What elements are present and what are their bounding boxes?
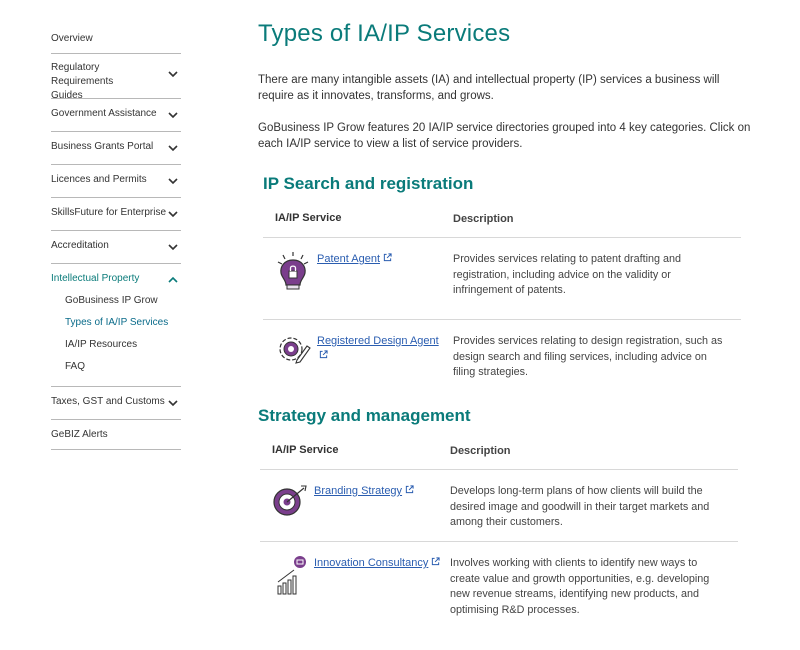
column-header-description: Description — [453, 213, 514, 225]
services-table: IA/IP Service Description Branding Strat… — [260, 440, 738, 622]
sidebar-item-overview[interactable]: Overview — [51, 24, 181, 54]
chevron-down-icon — [168, 71, 178, 78]
chevron-up-icon — [168, 276, 178, 283]
sidebar-item-label: Intellectual Property — [51, 273, 140, 284]
table-header: IA/IP Service Description — [263, 208, 741, 238]
section-title: Strategy and management — [258, 406, 471, 425]
service-link-branding-strategy[interactable]: Branding Strategy — [314, 484, 414, 499]
sidebar-item-regulatory-requirements-guides[interactable]: Regulatory Requirements Guides — [51, 54, 181, 101]
chevron-down-icon — [168, 178, 178, 185]
sidebar-sub-list: GoBusiness IP Grow Types of IA/IP Servic… — [51, 286, 181, 386]
chevron-down-icon — [168, 400, 178, 407]
sidebar-item-taxes-gst-and-customs[interactable]: Taxes, GST and Customs — [51, 387, 181, 420]
column-header-service: IA/IP Service — [275, 212, 342, 224]
sidebar-item-intellectual-property[interactable]: Intellectual Property GoBusiness IP Grow… — [51, 264, 181, 387]
table-row: Patent Agent Provides services relating … — [263, 238, 741, 320]
sidebar-subitem-types-of-ia-ip-services[interactable]: Types of IA/IP Services — [65, 317, 169, 328]
sidebar-subitem-gobusiness-ip-grow[interactable]: GoBusiness IP Grow — [65, 295, 158, 306]
service-description: Involves working with clients to identif… — [450, 557, 710, 616]
sidebar-item-accreditation[interactable]: Accreditation — [51, 231, 181, 264]
service-description: Provides services relating to design reg… — [453, 335, 723, 378]
sidebar-nav: Overview Regulatory Requirements Guides … — [51, 24, 181, 450]
sidebar-item-government-assistance[interactable]: Government Assistance — [51, 99, 181, 132]
chevron-down-icon — [168, 145, 178, 152]
sidebar-subitem-ia-ip-resources[interactable]: IA/IP Resources — [65, 339, 138, 350]
sidebar-item-label: Regulatory Requirements Guides — [51, 62, 114, 101]
table-row: Branding Strategy Develops long-term pla… — [260, 470, 738, 542]
column-header-service: IA/IP Service — [272, 444, 339, 456]
page-title: Types of IA/IP Services — [258, 20, 511, 47]
service-link-registered-design-agent[interactable]: Registered Design Agent — [317, 334, 447, 364]
sidebar-item-label: Government Assistance — [51, 108, 157, 119]
service-link-innovation-consultancy[interactable]: Innovation Consultancy — [314, 556, 440, 571]
external-link-icon — [319, 350, 328, 359]
services-table: IA/IP Service Description Patent Agent P… — [263, 208, 741, 400]
gear-pencil-icon — [279, 337, 311, 364]
column-header-description: Description — [450, 445, 511, 457]
target-icon — [273, 485, 307, 516]
table-header: IA/IP Service Description — [260, 440, 738, 470]
sidebar-item-label: GeBIZ Alerts — [51, 429, 108, 440]
sidebar-item-label: Business Grants Portal — [51, 141, 154, 152]
chevron-down-icon — [168, 244, 178, 251]
service-description: Provides services relating to patent dra… — [453, 253, 682, 296]
table-row: Innovation Consultancy Involves working … — [260, 542, 738, 622]
sidebar-item-label: Taxes, GST and Customs — [51, 396, 165, 407]
sidebar-subitem-faq[interactable]: FAQ — [65, 361, 86, 372]
sidebar-item-business-grants-portal[interactable]: Business Grants Portal — [51, 132, 181, 165]
external-link-icon — [432, 557, 440, 566]
sidebar-item-label: Licences and Permits — [51, 174, 147, 185]
lightbulb-lock-icon — [277, 252, 309, 290]
section-title: IP Search and registration — [263, 174, 474, 193]
chevron-down-icon — [168, 112, 178, 119]
external-link-icon — [383, 253, 392, 262]
chevron-down-icon — [168, 211, 178, 218]
service-link-patent-agent[interactable]: Patent Agent — [317, 252, 392, 267]
growth-chart-icon — [277, 556, 306, 595]
intro-paragraph: GoBusiness IP Grow features 20 IA/IP ser… — [258, 122, 751, 150]
sidebar-item-gebiz-alerts[interactable]: GeBIZ Alerts — [51, 420, 181, 450]
sidebar-item-label: SkillsFuture for Enterprise — [51, 207, 167, 218]
intro-paragraph: There are many intangible assets (IA) an… — [258, 74, 720, 102]
service-description: Develops long-term plans of how clients … — [450, 485, 710, 528]
external-link-icon — [405, 485, 414, 494]
table-row: Registered Design Agent Provides service… — [263, 320, 741, 400]
sidebar-item-label: Accreditation — [51, 240, 109, 251]
main-content: Types of IA/IP Services There are many i… — [258, 20, 758, 622]
sidebar-item-licences-and-permits[interactable]: Licences and Permits — [51, 165, 181, 198]
sidebar-item-skillsfuture-for-enterprise[interactable]: SkillsFuture for Enterprise — [51, 198, 181, 231]
sidebar-item-label: Overview — [51, 33, 93, 44]
